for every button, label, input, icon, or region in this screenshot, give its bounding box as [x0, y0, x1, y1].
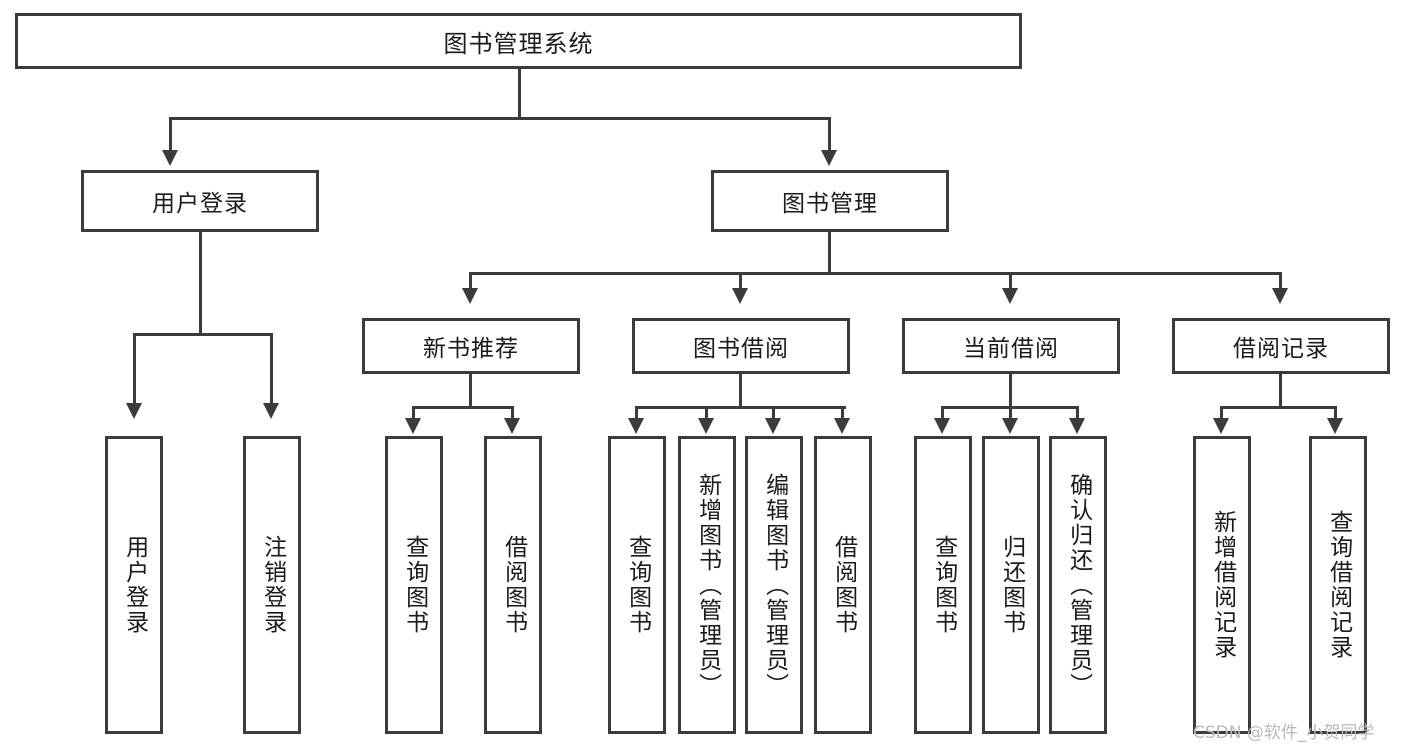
leaf-borrow-books[interactable]: 借阅图书 — [814, 436, 872, 734]
leaf-label: 借阅图书 — [500, 535, 527, 635]
connector-borrow-to-leaf-1 — [635, 406, 638, 420]
arrow-root-to-book-mgmt — [821, 150, 837, 166]
arrow-new-books-to-leaf-1 — [405, 418, 421, 434]
connector-book-mgmt-to-records — [1279, 272, 1282, 290]
connector-records-bus — [1220, 406, 1337, 409]
connector-new-books-to-leaf-2 — [511, 406, 514, 420]
arrow-current-to-leaf-2 — [1002, 418, 1018, 434]
connector-book-mgmt-bus — [469, 272, 1281, 275]
connector-borrow-to-leaf-4 — [841, 406, 844, 420]
connector-book-mgmt-to-current — [1009, 272, 1012, 290]
connector-book-mgmt-stem — [828, 232, 831, 274]
leaf-confirm-return-admin[interactable]: 确认归还（管理员） — [1049, 436, 1107, 734]
leaf-label: 注销登录 — [259, 535, 286, 635]
leaf-query-books-current[interactable]: 查询图书 — [914, 436, 972, 734]
arrow-book-mgmt-to-records — [1272, 288, 1288, 304]
leaf-query-borrow-record[interactable]: 查询借阅记录 — [1309, 436, 1367, 734]
connector-user-login-to-leaf-2 — [270, 333, 273, 405]
leaf-edit-book-admin[interactable]: 编辑图书（管理员） — [745, 436, 803, 734]
node-book-management[interactable]: 图书管理 — [711, 170, 949, 232]
connector-current-to-leaf-1 — [941, 406, 944, 420]
leaf-label: 新增图书（管理员） — [694, 472, 721, 698]
arrow-root-to-user-login — [162, 150, 178, 166]
leaf-return-books[interactable]: 归还图书 — [982, 436, 1040, 734]
node-book-borrowing[interactable]: 图书借阅 — [632, 318, 850, 374]
connector-user-login-bus — [133, 333, 272, 336]
arrow-book-mgmt-to-new-books — [462, 288, 478, 304]
connector-records-stem — [1279, 374, 1282, 408]
arrow-records-to-leaf-1 — [1213, 418, 1229, 434]
arrow-book-mgmt-to-borrow — [732, 288, 748, 304]
connector-user-login-to-leaf-1 — [133, 333, 136, 405]
leaf-label: 确认归还（管理员） — [1065, 472, 1092, 698]
node-borrowing-records[interactable]: 借阅记录 — [1172, 318, 1390, 374]
node-root-library-system[interactable]: 图书管理系统 — [15, 13, 1022, 69]
connector-records-to-leaf-2 — [1334, 406, 1337, 420]
node-new-book-recommendation[interactable]: 新书推荐 — [362, 318, 580, 374]
connector-root-bus-right — [518, 117, 831, 120]
leaf-label: 查询图书 — [624, 535, 651, 635]
connector-new-books-stem — [469, 374, 472, 408]
leaf-label: 编辑图书（管理员） — [761, 472, 788, 698]
arrow-borrow-to-leaf-1 — [628, 418, 644, 434]
connector-book-mgmt-to-borrow — [739, 272, 742, 290]
connector-book-mgmt-to-new-books — [469, 272, 472, 290]
arrow-user-login-to-leaf-1 — [126, 403, 142, 419]
node-user-login[interactable]: 用户登录 — [81, 170, 319, 232]
connector-user-login-stem — [199, 232, 202, 335]
connector-borrow-bus — [635, 406, 846, 409]
csdn-watermark: CSDN @软件_小贺同学 — [1193, 723, 1375, 743]
connector-new-books-bus — [412, 406, 513, 409]
connector-root-to-user-login — [169, 117, 172, 152]
leaf-add-borrow-record[interactable]: 新增借阅记录 — [1193, 436, 1251, 734]
leaf-query-books-borrow[interactable]: 查询图书 — [608, 436, 666, 734]
leaf-label: 归还图书 — [998, 535, 1025, 635]
connector-borrow-to-leaf-2 — [705, 406, 708, 420]
leaf-label: 用户登录 — [121, 535, 148, 635]
leaf-logout[interactable]: 注销登录 — [243, 436, 301, 734]
arrow-book-mgmt-to-current — [1002, 288, 1018, 304]
connector-current-to-leaf-3 — [1076, 406, 1079, 420]
arrow-new-books-to-leaf-2 — [504, 418, 520, 434]
leaf-user-login[interactable]: 用户登录 — [105, 436, 163, 734]
arrow-borrow-to-leaf-2 — [698, 418, 714, 434]
arrow-current-to-leaf-3 — [1069, 418, 1085, 434]
connector-records-to-leaf-1 — [1220, 406, 1223, 420]
leaf-borrow-books-new[interactable]: 借阅图书 — [484, 436, 542, 734]
node-current-borrowing[interactable]: 当前借阅 — [902, 318, 1120, 374]
arrow-records-to-leaf-2 — [1327, 418, 1343, 434]
connector-borrow-to-leaf-3 — [772, 406, 775, 420]
connector-root-bus — [169, 117, 520, 120]
connector-root-stem — [518, 69, 521, 119]
leaf-add-book-admin[interactable]: 新增图书（管理员） — [678, 436, 736, 734]
leaf-label: 查询图书 — [930, 535, 957, 635]
connector-borrow-stem — [739, 374, 742, 408]
leaf-label: 新增借阅记录 — [1209, 510, 1236, 660]
arrow-current-to-leaf-1 — [934, 418, 950, 434]
connector-current-to-leaf-2 — [1009, 406, 1012, 420]
leaf-label: 借阅图书 — [830, 535, 857, 635]
arrow-user-login-to-leaf-2 — [263, 403, 279, 419]
connector-new-books-to-leaf-1 — [412, 406, 415, 420]
arrow-borrow-to-leaf-4 — [834, 418, 850, 434]
connector-current-stem — [1009, 374, 1012, 408]
connector-root-to-book-mgmt — [828, 117, 831, 152]
arrow-borrow-to-leaf-3 — [765, 418, 781, 434]
leaf-query-books-new[interactable]: 查询图书 — [385, 436, 443, 734]
leaf-label: 查询借阅记录 — [1325, 510, 1352, 660]
leaf-label: 查询图书 — [401, 535, 428, 635]
